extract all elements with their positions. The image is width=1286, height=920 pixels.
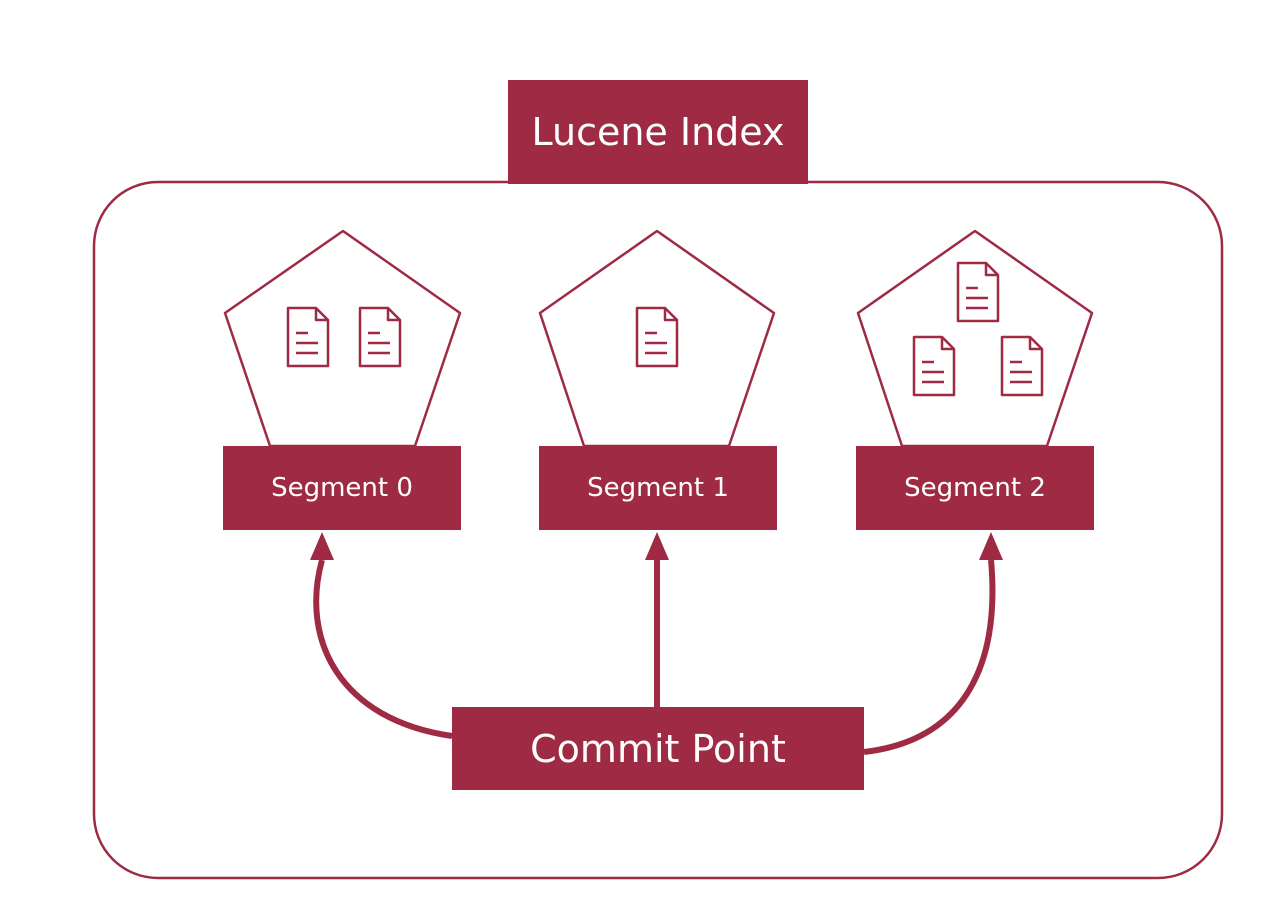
segment-2-label: Segment 2 (904, 473, 1046, 503)
document-icon (635, 306, 679, 368)
document-icon (358, 306, 402, 368)
title-box-bg (508, 80, 808, 184)
segment-1-label: Segment 1 (587, 473, 729, 503)
segment-0-label: Segment 0 (271, 473, 413, 503)
document-icon (912, 335, 956, 397)
segment-1-label-bg (539, 446, 777, 530)
commit-point-label: Commit Point (530, 726, 786, 771)
arrow-up-icon (310, 532, 334, 560)
segment-0-pentagon (223, 229, 462, 448)
segment-0-label-bg (223, 446, 461, 530)
commit-point-bg (452, 707, 864, 790)
index-title: Lucene Index (531, 110, 785, 154)
arrow-up-icon (979, 532, 1003, 560)
document-icon (956, 261, 1000, 323)
document-icon (1000, 335, 1044, 397)
segment-2-label-bg (856, 446, 1094, 530)
arrow-commit-to-segment-2 (863, 559, 996, 755)
arrow-up-icon (645, 532, 669, 560)
arrow-commit-to-segment-0 (313, 559, 453, 739)
document-icon (286, 306, 330, 368)
